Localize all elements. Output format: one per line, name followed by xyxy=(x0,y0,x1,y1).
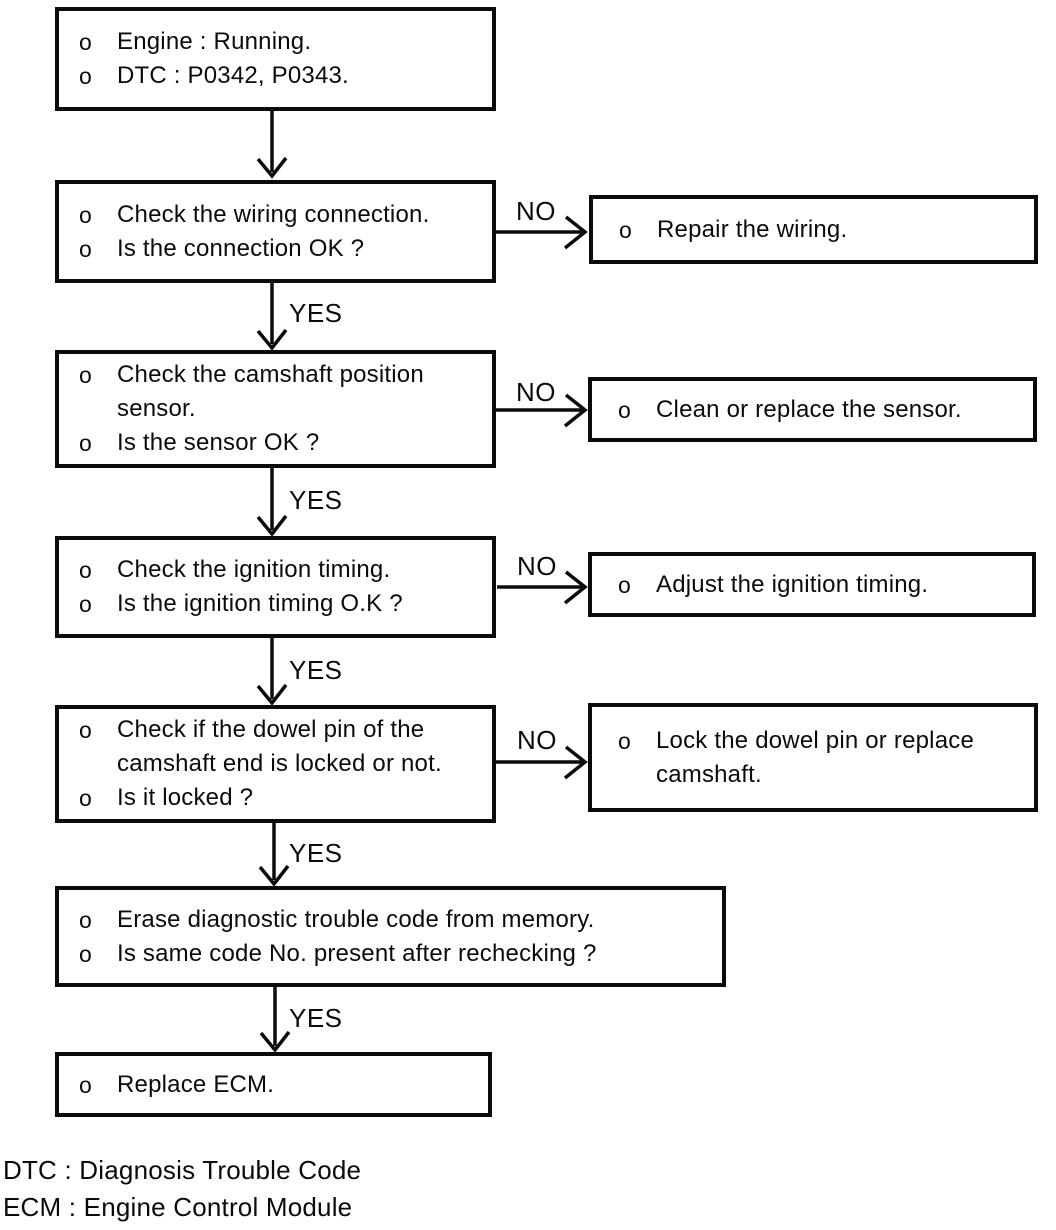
step-line: o Check the ignition timing. xyxy=(79,553,484,587)
action-text: Clean or replace the sensor. xyxy=(656,395,962,423)
step-text: DTC : P0342, P0343. xyxy=(117,62,349,89)
bullet-marker: o xyxy=(79,1071,92,1098)
arrow-no-sensor-to-clean xyxy=(496,393,588,428)
arrow-yes-timing-to-dowel xyxy=(256,638,288,706)
step-engine-running: o Engine : Running. o DTC : P0342, P0343… xyxy=(55,7,496,111)
step-text: Erase diagnostic trouble code from memor… xyxy=(117,905,595,933)
arrow-yes-wiring-to-sensor xyxy=(256,283,288,351)
bullet-marker: o xyxy=(79,906,92,933)
bullet-marker: o xyxy=(79,29,92,55)
bullet-marker: o xyxy=(79,201,92,228)
no-label: NO xyxy=(516,196,556,226)
step-text: Check the ignition timing. xyxy=(117,556,391,583)
yes-label: YES xyxy=(289,1003,343,1033)
bullet-marker: o xyxy=(79,717,92,743)
step-check-ignition-timing: o Check the ignition timing. o Is the ig… xyxy=(55,536,496,638)
yes-label: YES xyxy=(289,838,343,868)
action-line: o Clean or replace the sensor. xyxy=(618,393,1025,427)
action-text: Repair the wiring. xyxy=(657,215,848,243)
arrow-yes-dowel-to-erase xyxy=(258,823,290,887)
action-line: o Lock the dowel pin or replace camshaft… xyxy=(618,724,1026,792)
arrow-engine-to-check-wiring xyxy=(256,110,288,179)
bullet-marker: o xyxy=(618,727,631,754)
arrow-no-wiring-to-repair xyxy=(496,215,588,250)
step-text: Check if the dowel pin of the camshaft e… xyxy=(117,716,442,777)
step-line: o Is the ignition timing O.K ? xyxy=(79,587,484,621)
step-text: Is same code No. present after recheckin… xyxy=(117,939,597,967)
legend: DTC : Diagnosis Trouble Code ECM : Engin… xyxy=(3,1152,361,1226)
step-line: o Check the wiring connection. xyxy=(79,198,484,232)
step-check-wiring: o Check the wiring connection. o Is the … xyxy=(55,180,496,283)
action-text: Adjust the ignition timing. xyxy=(656,570,929,598)
action-text: Lock the dowel pin or replace camshaft. xyxy=(656,726,974,788)
bullet-marker: o xyxy=(618,571,631,598)
yes-label: YES xyxy=(289,655,343,685)
step-line: o Is it locked ? xyxy=(79,781,484,815)
action-repair-wiring: o Repair the wiring. xyxy=(589,195,1038,264)
bullet-marker: o xyxy=(79,430,92,456)
step-text: Check the camshaft position sensor. xyxy=(117,361,424,422)
step-line: o Is the connection OK ? xyxy=(79,232,484,266)
step-text: Replace ECM. xyxy=(117,1070,275,1098)
action-line: o Adjust the ignition timing. xyxy=(618,568,1024,602)
step-text: Check the wiring connection. xyxy=(117,200,430,228)
arrow-yes-erase-to-replace-ecm xyxy=(259,987,291,1053)
no-label: NO xyxy=(516,377,556,407)
yes-label: YES xyxy=(289,298,343,328)
step-replace-ecm: o Replace ECM. xyxy=(55,1052,492,1117)
arrow-yes-sensor-to-timing xyxy=(256,468,288,537)
arrow-no-timing-to-adjust xyxy=(497,570,588,605)
step-line: o Erase diagnostic trouble code from mem… xyxy=(79,903,714,937)
step-line: o Is the sensor OK ? xyxy=(79,426,484,460)
action-lock-dowel-pin: o Lock the dowel pin or replace camshaft… xyxy=(588,703,1038,812)
bullet-marker: o xyxy=(619,216,632,243)
step-check-camshaft-sensor: o Check the camshaft position sensor. o … xyxy=(55,350,496,468)
step-text: Engine : Running. xyxy=(117,28,312,55)
bullet-marker: o xyxy=(79,940,92,967)
step-line: o Engine : Running. xyxy=(79,25,484,59)
bullet-marker: o xyxy=(618,396,631,423)
yes-label: YES xyxy=(289,485,343,515)
bullet-marker: o xyxy=(79,557,92,583)
action-clean-or-replace-sensor: o Clean or replace the sensor. xyxy=(588,377,1037,442)
step-text: Is it locked ? xyxy=(117,784,254,811)
step-line: o Replace ECM. xyxy=(79,1068,480,1102)
legend-ecm: ECM : Engine Control Module xyxy=(3,1192,353,1222)
step-text: Is the ignition timing O.K ? xyxy=(117,590,403,617)
bullet-marker: o xyxy=(79,235,92,262)
no-label: NO xyxy=(517,551,557,581)
action-adjust-ignition-timing: o Adjust the ignition timing. xyxy=(588,552,1036,617)
bullet-marker: o xyxy=(79,63,92,89)
action-line: o Repair the wiring. xyxy=(619,213,1026,247)
no-label: NO xyxy=(517,725,557,755)
step-text: Is the connection OK ? xyxy=(117,234,365,262)
step-line: o Check if the dowel pin of the camshaft… xyxy=(79,713,484,781)
bullet-marker: o xyxy=(79,591,92,617)
step-check-dowel-pin: o Check if the dowel pin of the camshaft… xyxy=(55,705,496,823)
step-text: Is the sensor OK ? xyxy=(117,429,320,456)
bullet-marker: o xyxy=(79,785,92,811)
arrow-no-dowel-to-lock xyxy=(496,745,588,780)
bullet-marker: o xyxy=(79,362,92,388)
step-line: o Is same code No. present after recheck… xyxy=(79,937,714,971)
legend-dtc: DTC : Diagnosis Trouble Code xyxy=(3,1155,362,1185)
step-erase-dtc: o Erase diagnostic trouble code from mem… xyxy=(55,886,726,987)
step-line: o DTC : P0342, P0343. xyxy=(79,59,484,93)
step-line: o Check the camshaft position sensor. xyxy=(79,358,484,426)
